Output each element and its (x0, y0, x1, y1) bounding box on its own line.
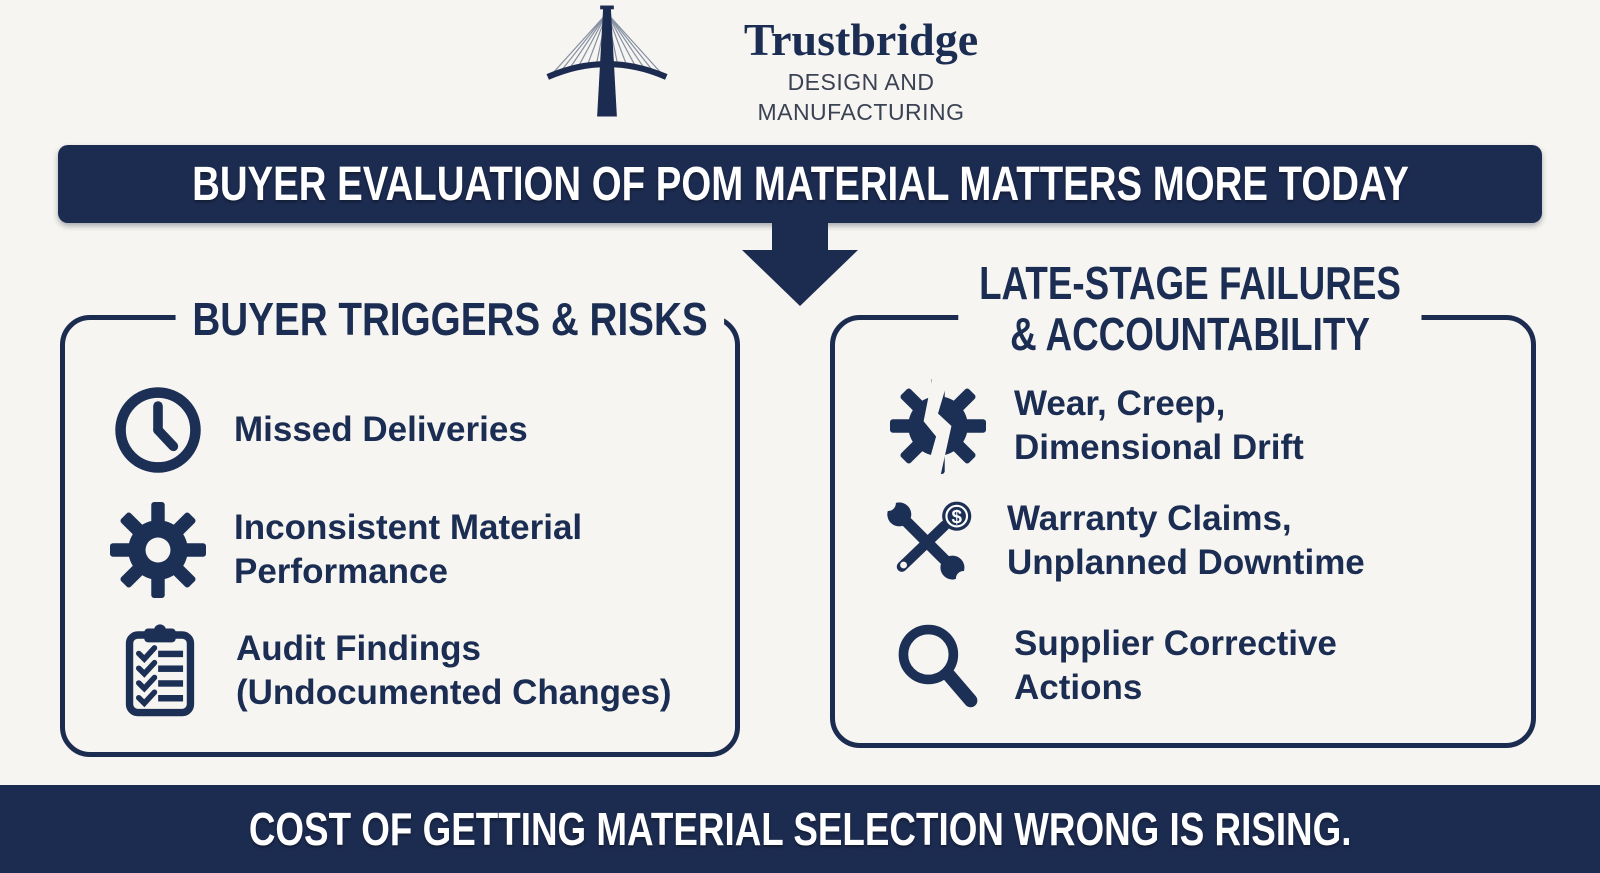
list-item-supplier-corrective: Supplier Corrective Actions (890, 618, 1337, 714)
broken-gear-icon (890, 378, 986, 474)
right-panel-title: LATE-STAGE FAILURES & ACCOUNTABILITY (958, 257, 1422, 360)
right-panel-title-line1: LATE-STAGE FAILURES (979, 257, 1401, 309)
item-label: Audit Findings (Undocumented Changes) (236, 629, 672, 712)
left-panel-title: BUYER TRIGGERS & RISKS (175, 291, 725, 347)
top-banner-text: BUYER EVALUATION OF POM MATERIAL MATTERS… (191, 157, 1409, 211)
left-panel: BUYER TRIGGERS & RISKS Missed Deliveries… (60, 291, 740, 757)
magnifying-glass-icon (898, 624, 978, 708)
clipboard-checklist-icon (125, 624, 195, 717)
wrench-dollar-icon: $ (883, 495, 972, 587)
bottom-banner-text: COST OF GETTING MATERIAL SELECTION WRONG… (248, 803, 1352, 855)
item-label: Supplier Corrective Actions (1014, 624, 1337, 707)
left-panel-title-text: BUYER TRIGGERS & RISKS (192, 293, 708, 345)
bridge-logo-icon (546, 5, 668, 117)
list-item-warranty-claims: $ Warranty Claims, Unplanned Downtime (883, 493, 1365, 589)
logo-subtitle: DESIGN AND MANUFACTURING (757, 69, 965, 125)
item-label: Warranty Claims, Unplanned Downtime (1007, 499, 1365, 582)
logo-title: Trustbridge (743, 14, 979, 65)
item-label: Missed Deliveries (234, 410, 528, 449)
item-label: Wear, Creep, Dimensional Drift (1014, 384, 1304, 467)
down-arrow-icon (742, 221, 858, 306)
svg-text:$: $ (951, 506, 962, 527)
right-panel-title-line2: & ACCOUNTABILITY (1010, 308, 1370, 360)
list-item-audit-findings: Audit Findings (Undocumented Changes) (112, 623, 672, 719)
logo: Trustbridge DESIGN AND MANUFACTURING (686, 14, 1036, 127)
bottom-banner: COST OF GETTING MATERIAL SELECTION WRONG… (0, 785, 1600, 873)
right-panel: LATE-STAGE FAILURES & ACCOUNTABILITY Wea… (830, 258, 1536, 748)
gear-icon (110, 502, 206, 598)
list-item-inconsistent-material: Inconsistent Material Performance (110, 502, 582, 598)
list-item-missed-deliveries: Missed Deliveries (110, 382, 528, 478)
item-label: Inconsistent Material Performance (234, 508, 583, 591)
clock-icon (115, 387, 201, 473)
list-item-wear-creep: Wear, Creep, Dimensional Drift (890, 378, 1304, 474)
top-banner: BUYER EVALUATION OF POM MATERIAL MATTERS… (58, 145, 1542, 223)
